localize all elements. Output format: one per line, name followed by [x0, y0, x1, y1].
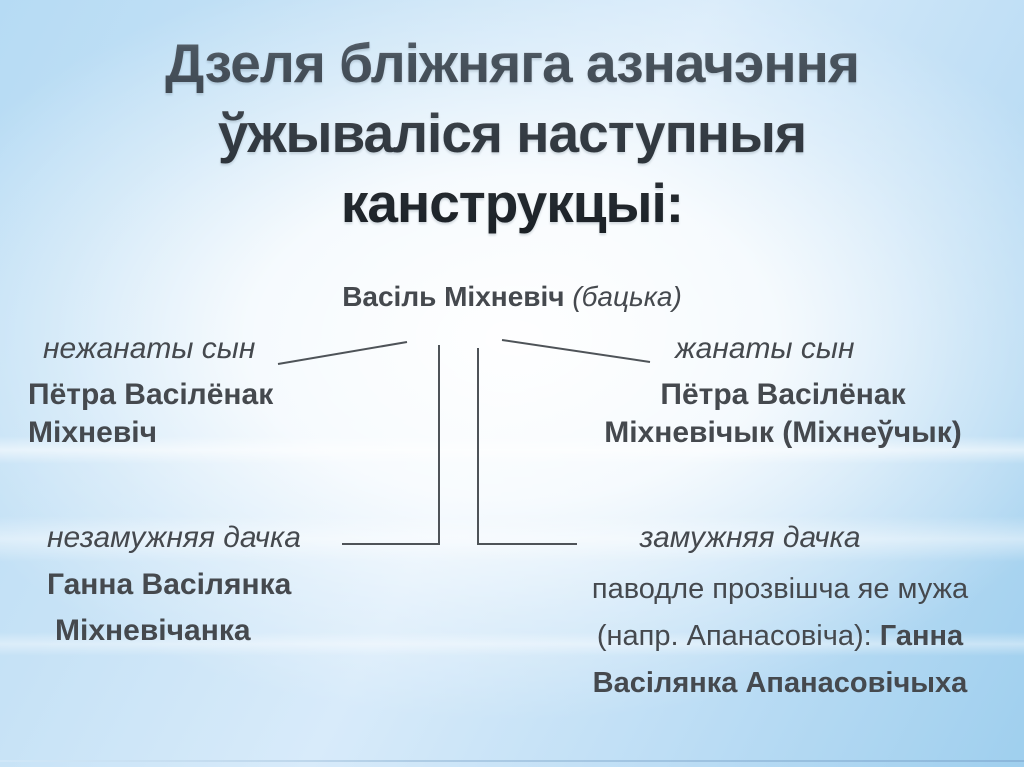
title-line-3: канструкцыі:	[340, 172, 684, 234]
married-daughter-label: замужняя дачка	[639, 521, 861, 554]
connector-married-son	[501, 339, 651, 363]
unmarried-son-name-line-2: Міхневіч	[28, 416, 158, 449]
unmarried-son-name-line-1: Пётра Васілёнак	[28, 378, 274, 411]
unmarried-son-name: Пётра Васілёнак Міхневіч	[28, 376, 273, 452]
married-daughter-desc-line-2-bold: Ганна	[879, 620, 964, 652]
married-daughter-desc-line-2: (напр. Апанасовіча): Ганна	[540, 613, 1020, 660]
married-daughter-description: паводле прозвішча яе мужа (напр. Апанасо…	[540, 566, 1020, 707]
bottom-edge-line	[0, 760, 1024, 762]
father-role: (бацька)	[572, 281, 682, 312]
married-son-name: Пётра Васілёнак Міхневічык (Міхнеўчык)	[558, 376, 1008, 452]
married-daughter-desc-line-2-regular: (напр. Апанасовіча):	[596, 620, 880, 652]
father-name: Васіль Міхневіч	[342, 281, 565, 312]
unmarried-son-label: нежанаты сын	[43, 332, 256, 365]
connector-unmarried-son	[277, 341, 408, 365]
title-line-2: ўжываліся наступныя	[217, 102, 807, 164]
connector-unmarried-daughter	[342, 345, 440, 545]
married-son-label: жанаты сын	[675, 332, 855, 365]
married-son-name-line-2: Міхневічык (Міхнеўчык)	[604, 416, 962, 449]
married-daughter-desc-line-3: Васілянка Апанасовічыха	[592, 667, 968, 699]
unmarried-daughter-label: незамужняя дачка	[47, 521, 301, 554]
married-son-name-line-1: Пётра Васілёнак	[660, 378, 906, 411]
title-line-1: Дзеля бліжняга азначэння	[165, 32, 860, 94]
married-daughter-desc-line-1: паводле прозвішча яе мужа	[591, 573, 969, 605]
unmarried-daughter-name-line-1: Ганна Васілянка	[47, 568, 292, 601]
unmarried-daughter-name-line-2: Міхневічанка	[55, 614, 251, 647]
slide-title: Дзеля бліжняга азначэння ўжываліся насту…	[0, 28, 1024, 238]
father-node: Васіль Міхневіч (бацька)	[0, 278, 1024, 316]
